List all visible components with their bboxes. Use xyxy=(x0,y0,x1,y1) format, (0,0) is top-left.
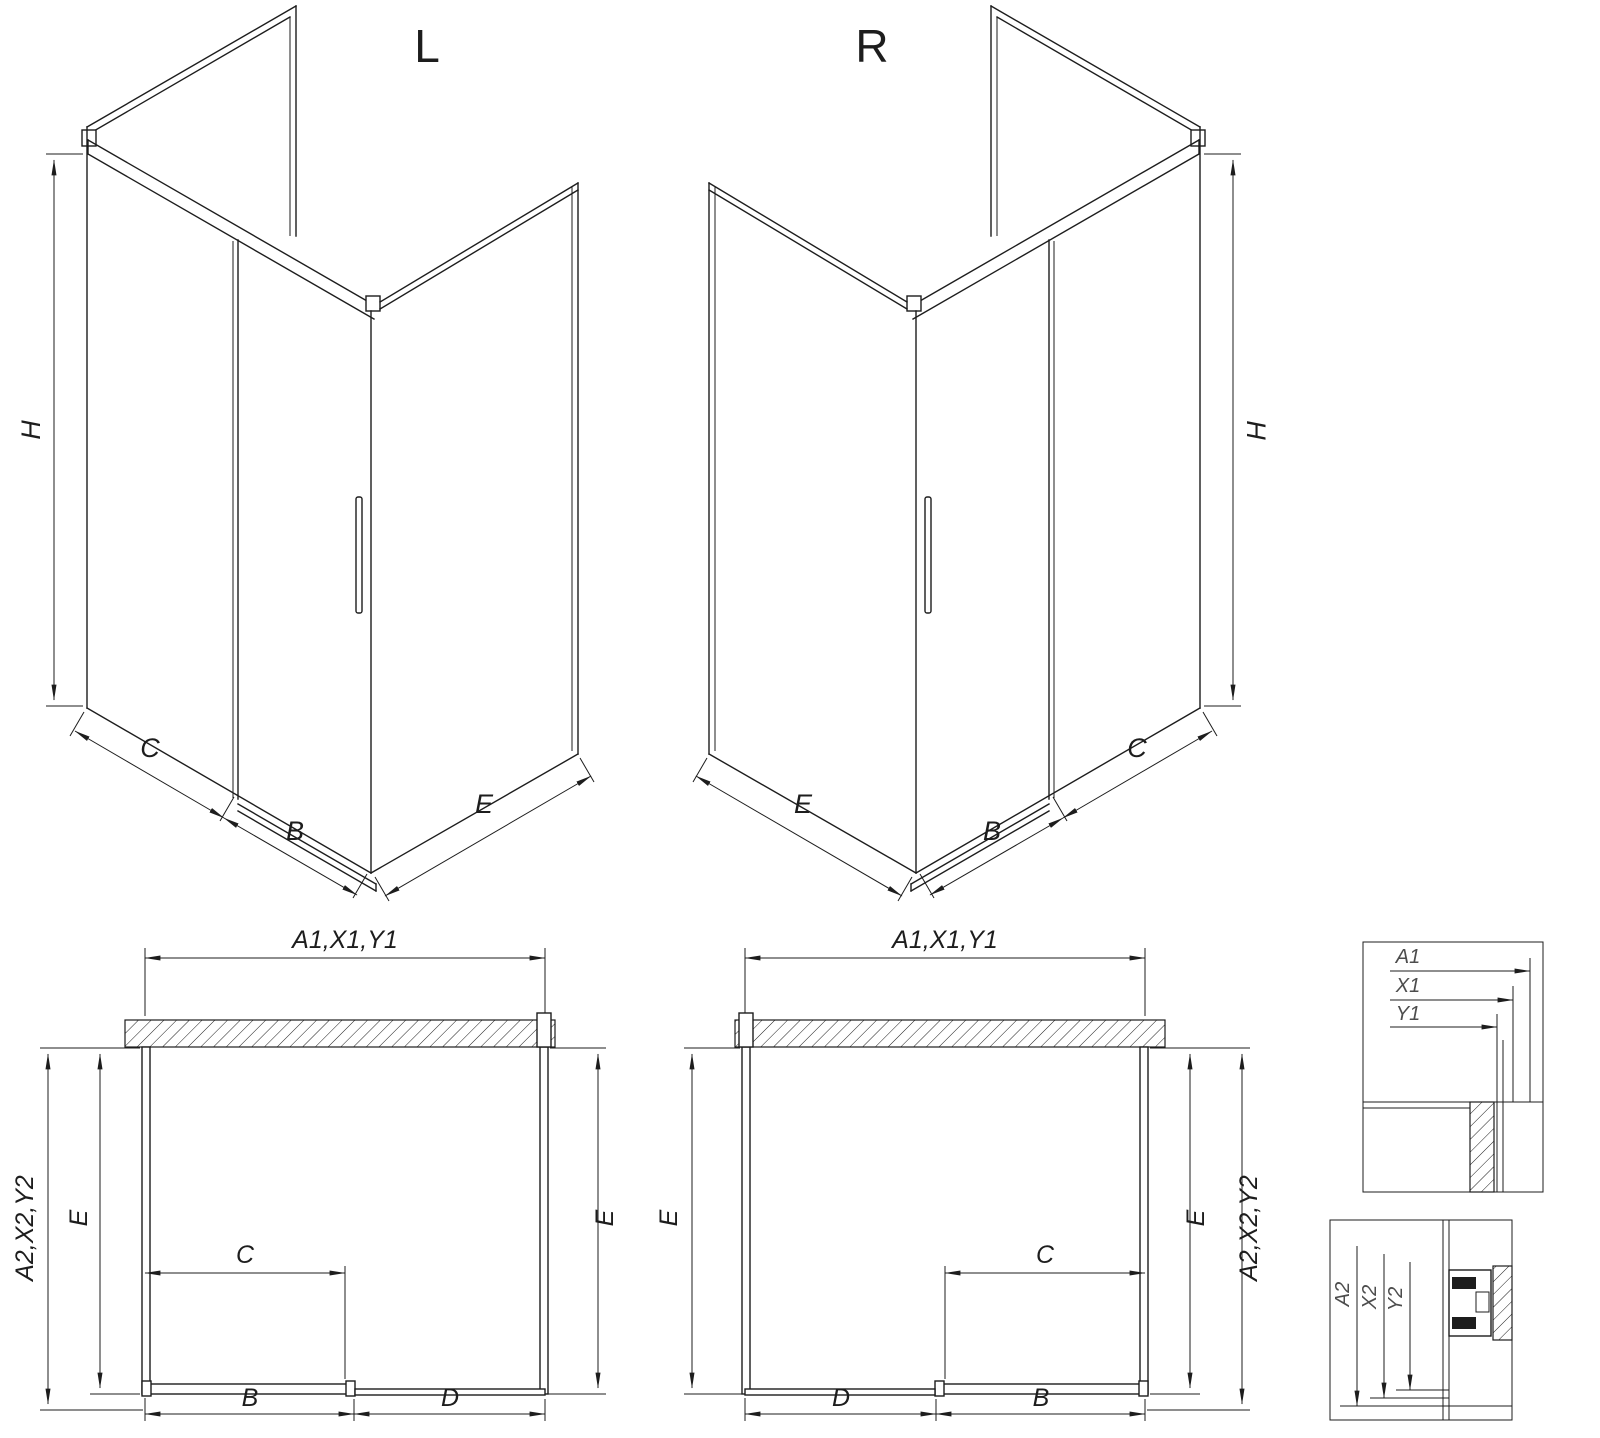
side-glass-right xyxy=(539,1046,549,1395)
dim-label-e-left: E xyxy=(65,1209,93,1226)
detail-label-y2: Y2 xyxy=(1385,1287,1407,1311)
dim-label-a2x2y2-right: A2,X2,Y2 xyxy=(1235,1175,1263,1283)
variant-label-right: R xyxy=(855,20,888,72)
detail-label-a1: A1 xyxy=(1395,946,1420,968)
detail-frame xyxy=(1362,941,1544,1193)
bracket-body xyxy=(1475,1291,1490,1313)
variant-label-left: L xyxy=(414,20,440,72)
dim-label-d: D xyxy=(441,1384,459,1412)
iso-right-front-glass-and-door xyxy=(910,126,1201,892)
dim-label-c-right: C xyxy=(1127,733,1147,763)
iso-right-return-panel-glass xyxy=(708,182,917,874)
dim-label-a2x2y2-left: A2,X2,Y2 xyxy=(11,1175,39,1283)
dim-label-c: C xyxy=(236,1241,255,1269)
dim-label-e-right: E xyxy=(591,1209,619,1226)
fixed-front-glass xyxy=(354,1388,546,1396)
detail-label-a2: A2 xyxy=(1332,1282,1354,1307)
plan-right-dim-c: C xyxy=(944,1241,1146,1379)
dim-label-b-right: B xyxy=(983,816,1001,846)
dim-label-h-left: H xyxy=(16,420,46,440)
plan-right-door-assembly xyxy=(744,1380,1149,1397)
side-glass-left xyxy=(141,1046,151,1395)
plan-right-dim-e-left: E xyxy=(655,1047,742,1395)
wall-section-hatched xyxy=(1492,1265,1513,1341)
door-end-cap xyxy=(345,1380,356,1397)
iso-left-front-glass-and-door xyxy=(86,126,377,892)
detail-label-y1: Y1 xyxy=(1396,1003,1420,1025)
door-handle xyxy=(924,496,932,614)
dim-label-e-right: E xyxy=(794,789,813,819)
plan-view-left: A1,X1,Y1 C E A2,X2,Y2 xyxy=(11,926,619,1421)
plan-right-dim-a1: A1,X1,Y1 xyxy=(744,926,1146,1016)
wall-profile xyxy=(536,1012,552,1048)
wall-section-hatched xyxy=(124,1019,556,1048)
dim-label-h-right: H xyxy=(1241,420,1271,440)
door-end-cap xyxy=(141,1380,152,1397)
wall-profile xyxy=(738,1012,754,1048)
plan-right-dim-e-right: E xyxy=(1150,1047,1250,1395)
iso-right-dim-c-b: C B xyxy=(919,711,1218,899)
plan-left-dim-b-d: B D xyxy=(144,1384,546,1421)
door-handle xyxy=(355,496,363,614)
plan-left-dim-c: C xyxy=(144,1241,346,1379)
plan-left-dim-a2: A2,X2,Y2 xyxy=(11,1053,143,1411)
iso-right-dim-height: H xyxy=(1204,153,1271,707)
iso-left-dim-c-b: C B xyxy=(69,711,368,899)
door-end-cap xyxy=(1138,1380,1149,1397)
iso-right-dim-e: E xyxy=(692,757,913,902)
wall-section-hatched xyxy=(734,1019,1166,1048)
iso-right-top-rail xyxy=(912,129,1206,320)
dim-label-b: B xyxy=(1033,1384,1050,1412)
plan-right-dim-b-d: D B xyxy=(744,1384,1146,1421)
iso-right-side-panel-glass xyxy=(990,5,1201,237)
dim-label-c-left: C xyxy=(140,733,160,763)
iso-left-return-panel-glass xyxy=(370,182,579,874)
plan-left-door-assembly xyxy=(141,1380,546,1397)
iso-view-left: L xyxy=(16,5,595,902)
dim-label-e-left: E xyxy=(655,1209,683,1226)
iso-view-right: R xyxy=(692,5,1271,902)
dim-label-b: B xyxy=(242,1384,259,1412)
wall-section-hatched xyxy=(1469,1101,1495,1193)
dim-label-e-left: E xyxy=(475,789,494,819)
bracket-fixing xyxy=(1452,1277,1476,1289)
plan-left-dim-a1: A1,X1,Y1 xyxy=(144,926,546,1016)
dim-label-a1x1y1-right: A1,X1,Y1 xyxy=(890,926,998,954)
dim-label-b-left: B xyxy=(286,816,304,846)
detail-depth-section: A2 X2 Y2 xyxy=(1329,1219,1513,1421)
plan-right-dim-a2: A2,X2,Y2 xyxy=(1147,1053,1263,1411)
corner-post xyxy=(906,295,922,312)
dim-label-d: D xyxy=(832,1384,850,1412)
iso-left-dim-height: H xyxy=(16,153,83,707)
iso-left-top-rail xyxy=(81,129,375,320)
side-glass-right xyxy=(1139,1046,1149,1395)
fixed-front-glass xyxy=(744,1388,936,1396)
detail-label-x1: X1 xyxy=(1395,975,1420,997)
door-end-cap xyxy=(934,1380,945,1397)
bracket-fixing xyxy=(1452,1317,1476,1329)
detail-width-section: A1 X1 Y1 xyxy=(1362,941,1544,1193)
plan-left-dim-e-right: E xyxy=(548,1047,619,1395)
plan-view-right: A1,X1,Y1 C E E xyxy=(655,926,1263,1421)
dim-label-a1x1y1-left: A1,X1,Y1 xyxy=(290,926,398,954)
dim-label-e-right: E xyxy=(1182,1209,1210,1226)
detail-label-x2: X2 xyxy=(1359,1285,1381,1310)
dim-label-c: C xyxy=(1036,1241,1055,1269)
iso-left-side-panel-glass xyxy=(86,5,297,237)
iso-left-dim-e: E xyxy=(374,757,595,902)
plan-left-dim-e-left: E xyxy=(40,1047,140,1395)
corner-post xyxy=(365,295,381,312)
side-glass-left xyxy=(741,1046,751,1395)
